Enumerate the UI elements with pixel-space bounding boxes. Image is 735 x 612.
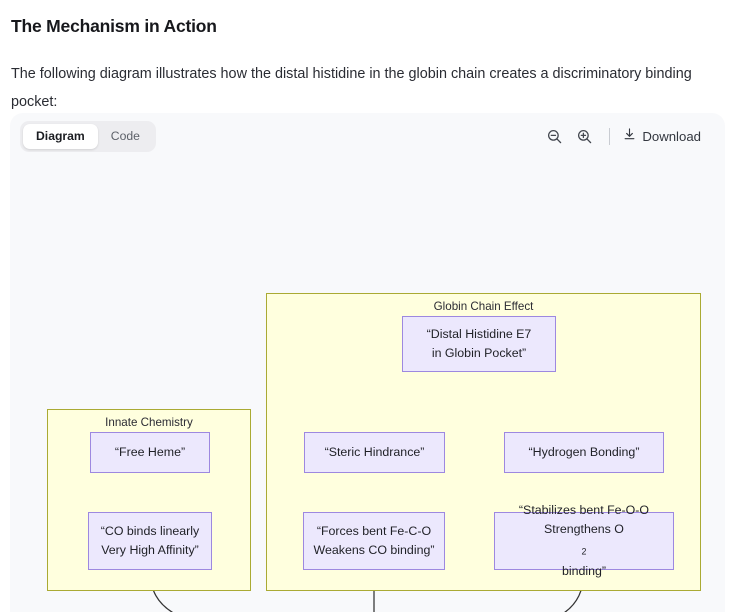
download-label: Download [642, 128, 701, 144]
node-co-binds-linearly-line2: Very High Affinity” [101, 543, 199, 557]
node-co-binds-linearly-line1: “CO binds linearly [100, 523, 200, 538]
node-forces-bent-fe-c-o[interactable]: “Forces bent Fe-C-O Weakens CO binding” [303, 512, 445, 570]
node-stabilizes-line1: “Stabilizes bent Fe-O-O [518, 502, 650, 517]
node-steric-hindrance-line1: “Steric Hindrance” [324, 444, 425, 459]
view-tabs: Diagram Code [20, 121, 156, 152]
zoom-in-icon[interactable] [569, 122, 599, 150]
intro-paragraph: The following diagram illustrates how th… [11, 66, 692, 111]
page-title: The Mechanism in Action [11, 15, 217, 36]
download-icon [622, 127, 637, 145]
zoom-out-icon[interactable] [539, 122, 569, 150]
tab-diagram[interactable]: Diagram [23, 124, 98, 149]
node-forces-bent-line2: Weakens CO binding” [313, 543, 435, 557]
toolbar-divider [609, 127, 611, 145]
node-steric-hindrance[interactable]: “Steric Hindrance” [304, 432, 445, 473]
node-free-heme-line1: “Free Heme” [114, 444, 186, 459]
toolbar-actions: Download [539, 122, 703, 150]
tab-code[interactable]: Code [110, 129, 140, 143]
node-free-heme[interactable]: “Free Heme” [90, 432, 210, 473]
diagram-toolbar: Diagram Code [10, 113, 725, 158]
node-distal-histidine[interactable]: “Distal Histidine E7 in Globin Pocket” [402, 316, 556, 372]
node-hydrogen-bonding[interactable]: “Hydrogen Bonding” [504, 432, 664, 473]
cluster-label-innate-chemistry: Innate Chemistry [105, 416, 193, 429]
node-distal-histidine-line2: in Globin Pocket” [431, 346, 527, 360]
cluster-label-globin-chain-effect: Globin Chain Effect [433, 300, 534, 313]
diagram-canvas[interactable]: Innate Chemistry Globin Chain Effect “Di… [10, 158, 725, 612]
node-forces-bent-line1: “Forces bent Fe-C-O [316, 523, 432, 538]
node-co-binds-linearly[interactable]: “CO binds linearly Very High Affinity” [88, 512, 212, 570]
node-distal-histidine-line1: “Distal Histidine E7 [426, 326, 532, 341]
diagram-card: Diagram Code [10, 113, 725, 612]
download-button[interactable]: Download [620, 124, 703, 148]
node-hydrogen-bonding-line1: “Hydrogen Bonding” [528, 444, 640, 459]
